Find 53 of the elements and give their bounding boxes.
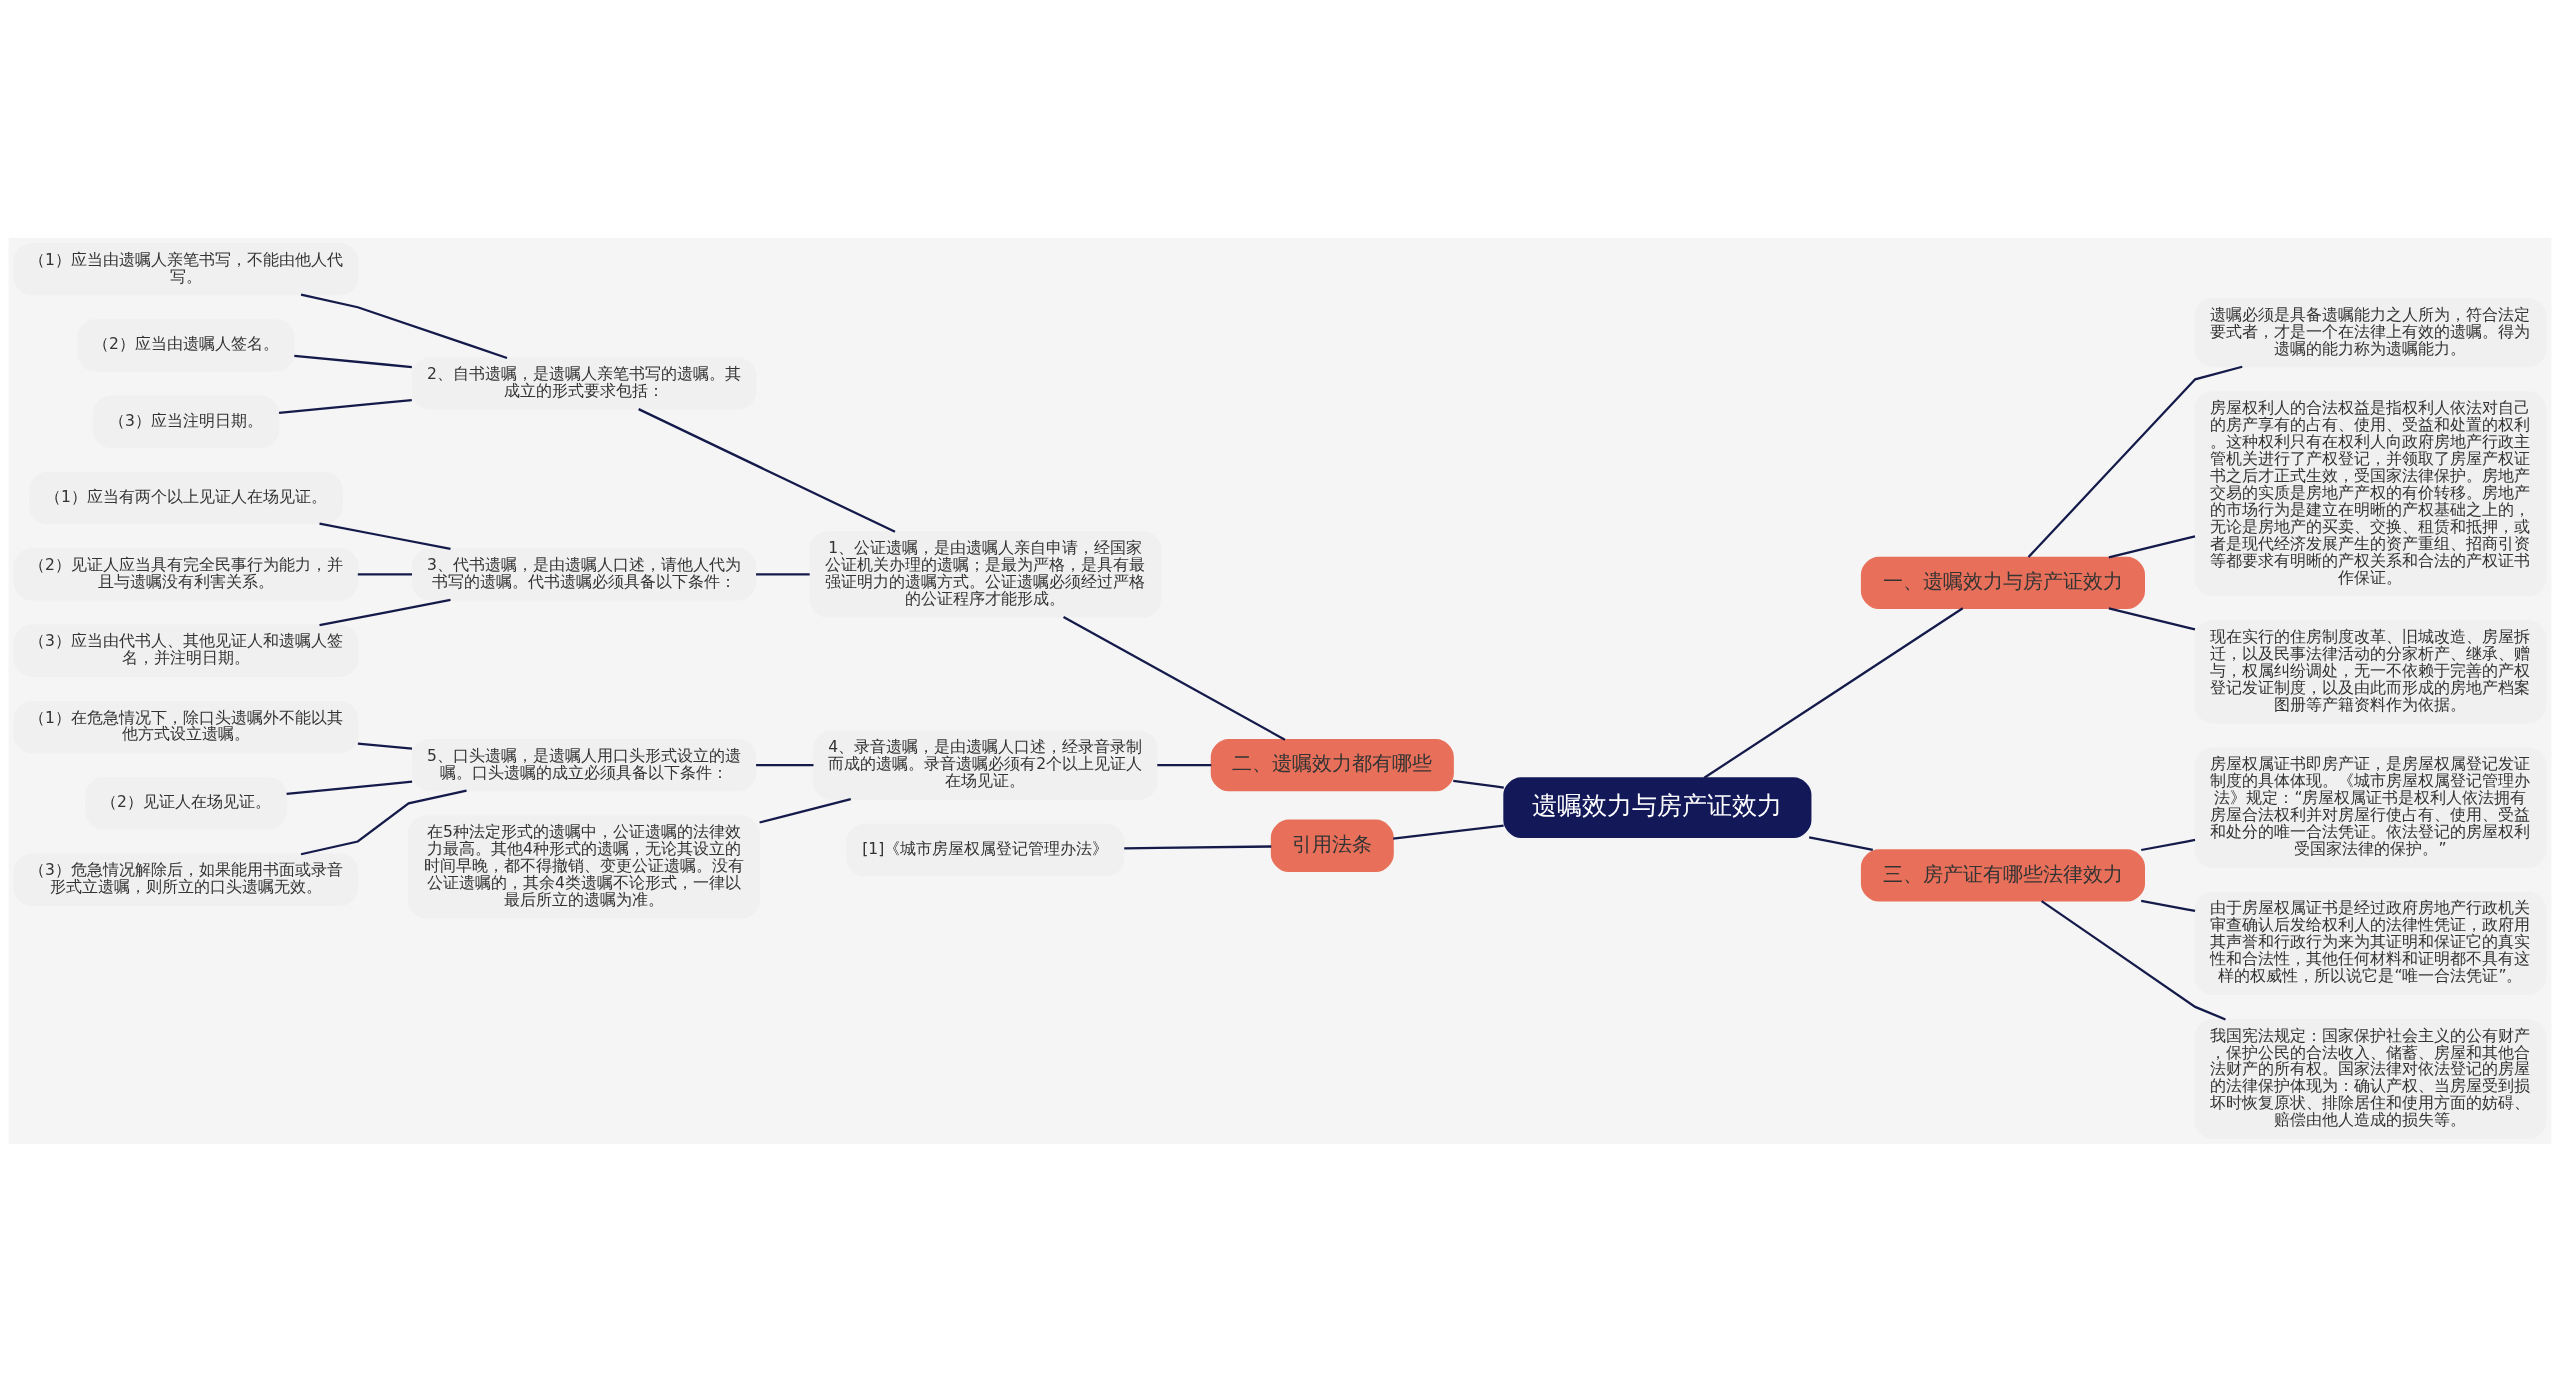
connector	[1703, 606, 1964, 779]
connector	[2108, 534, 2196, 558]
connector	[286, 780, 413, 795]
node-box: 三、房产证有哪些法律效力	[1860, 848, 2145, 902]
node-text: （3）危急情况解除后，如果能用书面或录音形式立遗嘱，则所立的口头遗嘱无效。	[29, 860, 343, 896]
node-text: 由于房屋权属证书是经过政府房地产行政机关审查确认后发给权利人的法律性凭证，政府用其声誉和行政行为来为其证明和保证它的真实性和合法性，其他任何材料和证明都不具有这样的权威性，所以说它是“唯一合法凭证”。	[2210, 898, 2531, 985]
connector	[294, 354, 412, 368]
connector	[357, 741, 413, 750]
connector	[759, 797, 852, 824]
connector	[2027, 365, 2243, 558]
node-text: 在5种法定形式的遗嘱中，公证遗嘱的法律效力最高。其他4种形式的遗嘱，无论其设立的时间早晚，都不得撤销、变更公证遗嘱。没有公证遗嘱的，其余4类遗嘱不论形式，一律以最后所立的遗嘱为准。	[423, 822, 744, 909]
connector	[1453, 779, 1504, 789]
connector	[1124, 844, 1272, 849]
node-text: 5、口头遗嘱，是遗嘱人用口头形式设立的遗嘱。口头遗嘱的成立必须具备以下条件：	[426, 746, 741, 782]
connector	[756, 763, 814, 766]
node-text: [1]《城市房屋权属登记管理办法》	[862, 839, 1109, 858]
node-text: （1）应当由遗嘱人亲笔书写，不能由他人代写。	[29, 250, 343, 286]
node-text: （1）在危急情况下，除口头遗嘱外不能以其他方式设立遗嘱。	[29, 708, 343, 743]
node-text: （2）见证人应当具有完全民事行为能力，并且与遗嘱没有利害关系。	[29, 555, 343, 591]
node-box: 引用法条	[1270, 819, 1394, 872]
connector	[319, 598, 451, 626]
connector	[756, 572, 810, 575]
connector	[300, 292, 508, 359]
node-text: 4、录音遗嘱，是由遗嘱人口述，经录音录制而成的遗嘱。录音遗嘱必须有2个以上见证人在场见证。	[828, 737, 1143, 790]
node-text: 我国宪法规定：国家保护社会主义的公有财产，保护公民的合法收入、储蓄、房屋和其他合法财产的所有权。国家法律对依法登记的房屋的法律保护体现为：确认产权、当房屋受到损坏时恢复原状、排除居住和使用方面的妨碍、赔偿由他人造成的损失等。	[2210, 1026, 2531, 1129]
connector	[2141, 838, 2196, 851]
connector	[2040, 899, 2226, 1020]
connector	[638, 407, 896, 533]
node-text: 房屋权利人的合法权益是指权利人依法对自己的房产享有的占有、使用、受益和处置的权利。这种权利只有在权利人向政府房地产行政主管机关进行了产权登记，并领取了房屋产权证书之后才正式生效，受国家法律保护。房地产交易的实质是房地产产权的有价转移。房地产的市场行为是建立在明晰的产权基础之上的，无论是房地产的买卖、交换、租赁和抵押，或者是现代经济发展产生的资产重组、招商引资等都要求有明晰的产权关系和合法的产权证书作保证。	[2210, 398, 2531, 587]
node-text: 2、自书遗嘱，是遗嘱人亲笔书写的遗嘱。其成立的形式要求包括：	[426, 364, 741, 400]
connector	[1157, 763, 1212, 766]
node-text: 现在实行的住房制度改革、旧城改造、房屋拆迁，以及民事法律活动的分家析产、继承、赠与，权属纠纷调处，无一不依赖于完善的产权登记发证制度，以及由此而形成的房地产档案图册等产籍资料作为依据。	[2210, 627, 2531, 714]
node-text: （1）应当有两个以上见证人在场见证。	[45, 487, 327, 506]
connector	[357, 572, 412, 575]
connector	[1062, 615, 1286, 741]
node-text: （2）应当由遗嘱人签名。	[93, 334, 279, 353]
node-box: 一、遗嘱效力与房产证效力	[1860, 556, 2145, 609]
connector	[1393, 824, 1504, 840]
node-text: 遗嘱必须是具备遗嘱能力之人所为，符合法定要式者，才是一个在法律上有效的遗嘱。得为遗嘱的能力称为遗嘱能力。	[2210, 305, 2531, 358]
node-text: （2）见证人在场见证。	[101, 792, 271, 811]
node-text: 房屋权属证书即房产证，是房屋权属登记发证制度的具体体现。《城市房屋权属登记管理办法》规定：“房屋权属证书是权利人依法拥有房屋合法权利并对房屋行使占有、使用、受益和处分的唯一合法凭证。依法登记的房屋权利受国家法律的保护。”	[2210, 754, 2531, 858]
node-box: 二、遗嘱效力都有哪些	[1210, 738, 1454, 791]
node-text: 1、公证遗嘱，是由遗嘱人亲自申请，经国家公证机关办理的遗嘱；是最为严格，是具有最强证明力的遗嘱方式。公证遗嘱必须经过严格的公证程序才能形成。	[825, 538, 1146, 608]
connector	[2141, 899, 2196, 912]
connector	[319, 522, 451, 550]
connector	[1808, 835, 1873, 851]
node-text: （3）应当由代书人、其他见证人和遗嘱人签名，并注明日期。	[29, 631, 343, 667]
node-text: （3）应当注明日期。	[109, 411, 263, 430]
node-text: 3、代书遗嘱，是由遗嘱人口述，请他人代为书写的遗嘱。代书遗嘱必须具备以下条件：	[426, 555, 741, 591]
node-box: 遗嘱效力与房产证效力	[1503, 776, 1812, 838]
connector	[278, 398, 412, 414]
connector	[300, 789, 467, 855]
connector	[2108, 606, 2196, 630]
